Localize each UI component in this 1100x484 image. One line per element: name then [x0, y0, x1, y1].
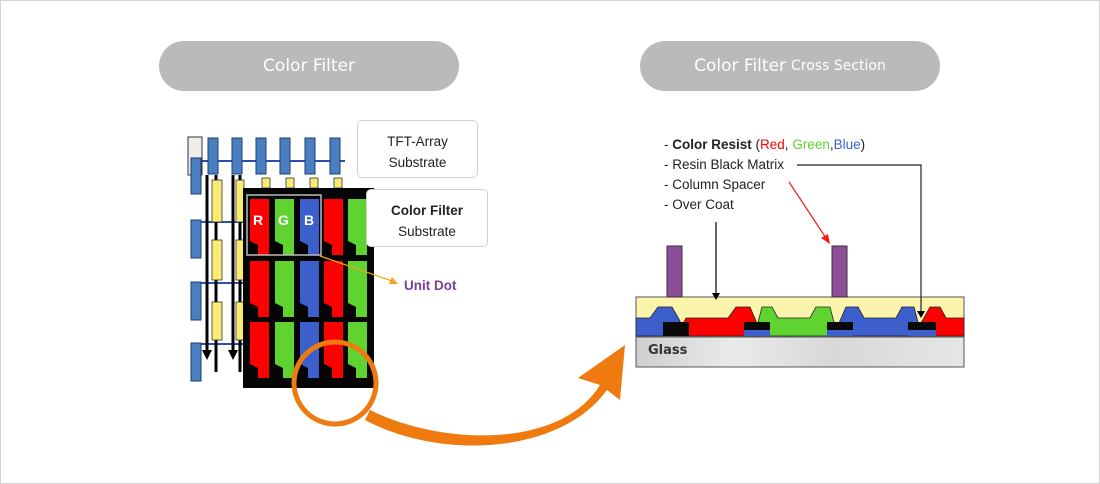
color-filter-title: Color Filter [263, 56, 355, 76]
subpixel [348, 199, 367, 255]
subpixel [324, 261, 343, 317]
legend-dash: - [664, 137, 673, 152]
color-filter-callout: Color Filter Substrate [366, 189, 488, 247]
tft-pixel-electrodes [211, 177, 343, 341]
transition-arrow [365, 345, 625, 446]
glass-label: Glass [648, 343, 688, 358]
legend-red: Red [760, 137, 785, 152]
unit-dot-leader [319, 255, 393, 282]
rgb-letter-g: G [278, 212, 289, 228]
unit-dot-box [246, 194, 322, 256]
unit-dot-label: Unit Dot [404, 278, 457, 293]
black-matrix-leader [797, 164, 922, 312]
legend-over-coat: - Over Coat [664, 197, 734, 212]
cross-section-title-pill: Color Filter Cross Section [640, 41, 940, 91]
cross-section-title-sub: Cross Section [791, 58, 886, 74]
column-spacer-arrowhead [821, 234, 830, 244]
tft-callout-line1: TFT-Array [387, 134, 448, 149]
legend-sep2: , [829, 137, 834, 152]
subpixel [275, 199, 294, 255]
legend-color-resist-title: Color Resist [672, 137, 752, 152]
resin-black-matrix [663, 322, 936, 336]
subpixel [324, 322, 343, 378]
data-line-arrows [202, 350, 238, 360]
rgb-letter-r: R [253, 212, 264, 228]
legend-blue: Blue [833, 137, 861, 152]
subpixel [300, 199, 319, 255]
column-spacer-left [666, 245, 683, 298]
tft-source-pads [207, 137, 341, 175]
legend-color-resist: - Color Resist (Red, Green,Blue) [664, 137, 865, 152]
black-matrix-arrowhead [917, 311, 925, 318]
subpixel [275, 322, 294, 378]
subpixel [250, 322, 269, 378]
subpixel [300, 261, 319, 317]
column-spacer-leader [788, 181, 827, 239]
cf-callout-line2: Substrate [398, 224, 456, 239]
legend-paren-close: ) [860, 137, 866, 152]
legend-paren-open: ( [751, 137, 761, 152]
tft-callout-line2: Substrate [388, 155, 447, 170]
cf-callout-line1: Color Filter [390, 203, 463, 218]
legend-green: Green [792, 137, 830, 152]
legend-column-spacer: - Column Spacer [664, 177, 766, 192]
color-subpixels [250, 199, 367, 378]
unit-dot-arrowhead [389, 277, 398, 284]
subpixel [275, 261, 294, 317]
subpixel [250, 261, 269, 317]
over-coat-arrowhead [712, 293, 720, 300]
rgb-letter-b: B [304, 212, 315, 228]
color-filter-title-pill: Color Filter [159, 41, 459, 91]
tft-array-callout: TFT-Array Substrate [357, 120, 478, 178]
highlight-circle [291, 339, 379, 427]
legend-sep1: , [784, 137, 793, 152]
tft-gate-pads [190, 157, 202, 382]
subpixel [348, 261, 367, 317]
cross-section-title-main: Color Filter [694, 56, 787, 76]
subpixel [250, 199, 269, 255]
legend-resin-black-matrix: - Resin Black Matrix [664, 157, 785, 172]
column-spacer-right [831, 245, 848, 298]
black-matrix-underlay [744, 330, 936, 336]
subpixel [324, 199, 343, 255]
